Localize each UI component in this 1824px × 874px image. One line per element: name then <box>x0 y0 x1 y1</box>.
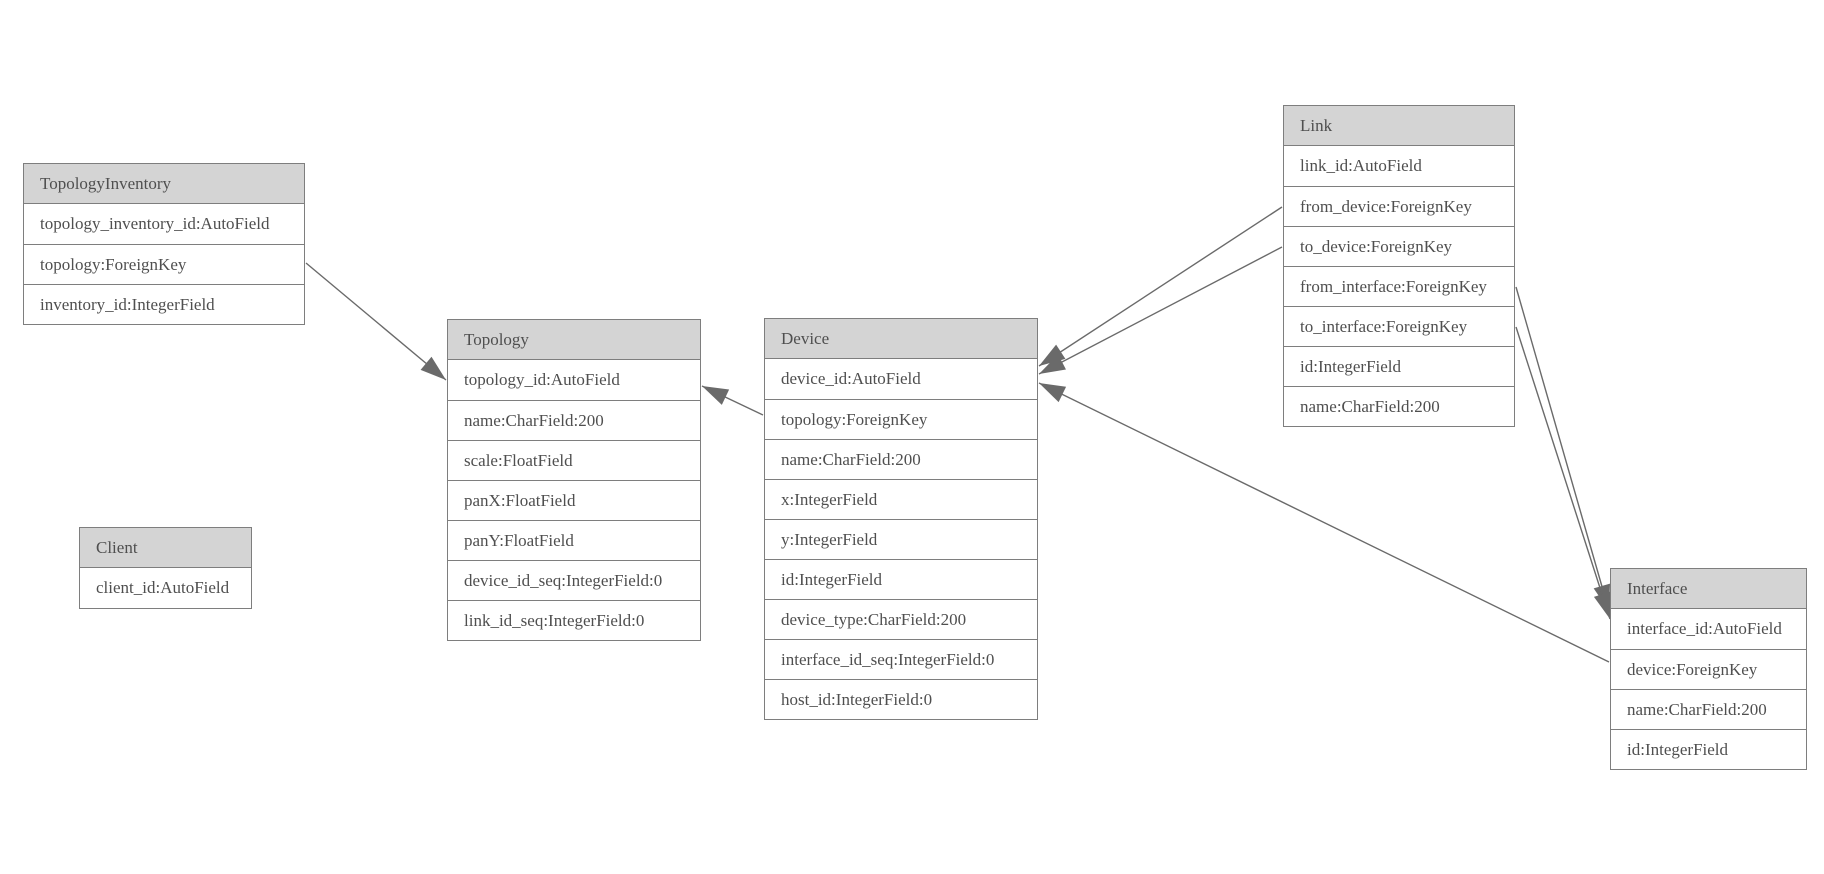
field-label: interface_id_seq:IntegerField:0 <box>781 649 995 669</box>
field-label: y:IntegerField <box>781 529 878 549</box>
field-label: from_device:ForeignKey <box>1300 196 1472 216</box>
field-label: name:CharField:200 <box>1300 396 1440 416</box>
entity-title: Interface <box>1627 578 1688 598</box>
entity-field-row: panY:FloatField <box>448 520 700 560</box>
entity-field-row: id:IntegerField <box>1284 346 1514 386</box>
entity-field-row: device_type:CharField:200 <box>765 599 1037 639</box>
entity-field-row: to_device:ForeignKey <box>1284 226 1514 266</box>
field-label: link_id_seq:IntegerField:0 <box>464 610 645 630</box>
field-label: id:IntegerField <box>781 569 883 589</box>
arrowhead-icon-link-from_device-device <box>1039 344 1066 366</box>
entity-field-row: topology:ForeignKey <box>765 399 1037 439</box>
entity-title-bar: Interface <box>1611 569 1806 609</box>
entity-field-row: from_device:ForeignKey <box>1284 186 1514 226</box>
field-label: client_id:AutoField <box>96 578 230 597</box>
entity-field-list: device_id:AutoField topology:ForeignKey na… <box>765 359 1037 719</box>
field-label: topology_id:AutoField <box>464 370 620 389</box>
field-label: scale:FloatField <box>464 450 573 470</box>
entity-title: Client <box>96 537 138 557</box>
edge-line-topologyinventory-topology <box>305 262 447 381</box>
entity-field-list: client_id:AutoField <box>80 568 251 608</box>
entity-field-row: name:CharField:200 <box>765 439 1037 479</box>
entity-field-row: name:CharField:200 <box>1611 689 1806 729</box>
field-label: id:IntegerField <box>1627 739 1729 759</box>
arrowhead-icon-topologyinventory-topology <box>420 356 446 380</box>
field-label: to_device:ForeignKey <box>1300 236 1453 256</box>
entity-field-row: y:IntegerField <box>765 519 1037 559</box>
entity-field-row: from_interface:ForeignKey <box>1284 266 1514 306</box>
entity-field-row: host_id:IntegerField:0 <box>765 679 1037 719</box>
entity-client: Client client_id:AutoField <box>79 527 252 609</box>
field-label: panY:FloatField <box>464 530 574 550</box>
entity-field-row: device_id:AutoField <box>765 359 1037 399</box>
entity-title-bar: Topology <box>448 320 700 360</box>
edge-line-link-to_device-device <box>1038 246 1283 375</box>
entity-field-row: interface_id_seq:IntegerField:0 <box>765 639 1037 679</box>
entity-device: Device device_id:AutoField topology:Forei… <box>764 318 1038 720</box>
entity-field-row: link_id_seq:IntegerField:0 <box>448 600 700 640</box>
field-label: device_type:CharField:200 <box>781 609 967 629</box>
entity-field-row: id:IntegerField <box>765 559 1037 599</box>
entity-title: Topology <box>464 329 529 349</box>
arrowhead-icon-device-topology <box>702 386 730 405</box>
entity-field-row: id:IntegerField <box>1611 729 1806 769</box>
field-label: topology:ForeignKey <box>40 254 187 274</box>
entity-field-row: topology:ForeignKey <box>24 244 304 284</box>
entity-field-row: link_id:AutoField <box>1284 146 1514 186</box>
entity-field-row: device:ForeignKey <box>1611 649 1806 689</box>
entity-field-row: scale:FloatField <box>448 440 700 480</box>
field-label: to_interface:ForeignKey <box>1300 316 1468 336</box>
edge-line-link-to_interface-interface <box>1515 326 1611 620</box>
entity-field-row: interface_id:AutoField <box>1611 609 1806 649</box>
entity-field-list: topology_inventory_id:AutoField topology:… <box>24 204 304 324</box>
field-label: from_interface:ForeignKey <box>1300 276 1487 296</box>
edge-line-device-topology <box>701 385 764 416</box>
entity-field-row: device_id_seq:IntegerField:0 <box>448 560 700 600</box>
field-label: x:IntegerField <box>781 489 878 509</box>
field-label: name:CharField:200 <box>464 410 604 430</box>
entity-field-row: to_interface:ForeignKey <box>1284 306 1514 346</box>
entity-title-bar: TopologyInventory <box>24 164 304 204</box>
field-label: name:CharField:200 <box>1627 699 1767 719</box>
entity-field-row: name:CharField:200 <box>1284 386 1514 426</box>
field-label: topology:ForeignKey <box>781 409 928 429</box>
edge-line-link-from_interface-interface <box>1515 286 1610 612</box>
field-label: panX:FloatField <box>464 490 576 510</box>
entity-link: Link link_id:AutoField from_device:Foreig… <box>1283 105 1515 427</box>
entity-title: Link <box>1300 115 1333 135</box>
entity-field-list: interface_id:AutoField device:ForeignKey n… <box>1611 609 1806 769</box>
entity-interface: Interface interface_id:AutoField device:F… <box>1610 568 1807 770</box>
entity-field-row: inventory_id:IntegerField <box>24 284 304 324</box>
entity-title-bar: Client <box>80 528 251 568</box>
field-label: link_id:AutoField <box>1300 156 1422 175</box>
field-label: id:IntegerField <box>1300 356 1402 376</box>
field-label: inventory_id:IntegerField <box>40 294 215 314</box>
field-label: name:CharField:200 <box>781 449 921 469</box>
entity-field-row: topology_inventory_id:AutoField <box>24 204 304 244</box>
entity-field-row: name:CharField:200 <box>448 400 700 440</box>
entity-topology: Topology topology_id:AutoField name:CharF… <box>447 319 701 641</box>
field-label: host_id:IntegerField:0 <box>781 689 933 709</box>
entity-field-row: panX:FloatField <box>448 480 700 520</box>
entity-field-row: x:IntegerField <box>765 479 1037 519</box>
entity-field-row: client_id:AutoField <box>80 568 251 608</box>
entity-title: TopologyInventory <box>40 173 172 193</box>
arrowhead-icon-link-from_interface-interface <box>1593 583 1610 611</box>
entity-field-row: topology_id:AutoField <box>448 360 700 400</box>
field-label: device:ForeignKey <box>1627 659 1758 679</box>
entity-title-bar: Link <box>1284 106 1514 146</box>
entity-field-list: topology_id:AutoField name:CharField:200 s… <box>448 360 700 640</box>
entity-title: Device <box>781 328 830 348</box>
field-label: topology_inventory_id:AutoField <box>40 214 270 233</box>
arrowhead-icon-link-to_device-device <box>1039 354 1066 374</box>
arrowhead-icon-interface-device <box>1039 383 1067 403</box>
entity-topology-inventory: TopologyInventory topology_inventory_id:… <box>23 163 305 325</box>
arrowhead-icon-link-to_interface-interface <box>1593 591 1611 619</box>
edge-line-link-from_device-device <box>1038 206 1283 367</box>
field-label: device_id_seq:IntegerField:0 <box>464 570 663 590</box>
field-label: interface_id:AutoField <box>1627 619 1782 638</box>
entity-title-bar: Device <box>765 319 1037 359</box>
field-label: device_id:AutoField <box>781 369 921 388</box>
